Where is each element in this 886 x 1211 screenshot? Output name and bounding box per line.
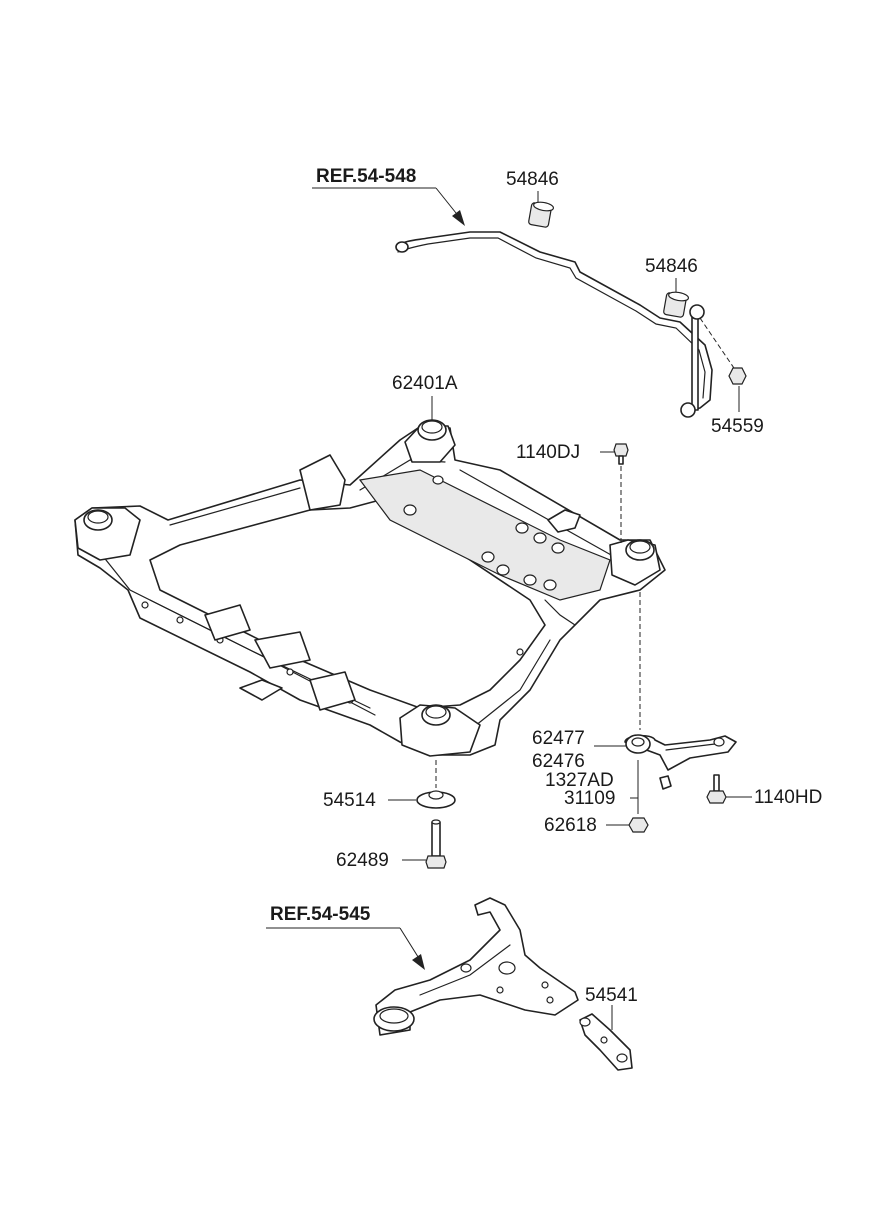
stopper-label: 54514 [323, 790, 376, 811]
ref-stabilizer-label: REF.54-548 [316, 166, 416, 187]
crossmember-callout: 62401A [392, 373, 458, 420]
stopper: 54514 [323, 760, 456, 811]
bushing-lower [663, 291, 690, 318]
lower-control-arm [373, 897, 579, 1036]
ref-54-545-callout: REF.54-545 [266, 904, 425, 970]
nut-callouts: 1327AD 31109 [545, 760, 639, 814]
ball-joint-label: 54541 [585, 985, 638, 1006]
bushing-upper-label: 54846 [506, 169, 559, 190]
bushing-lower-label: 54846 [645, 256, 698, 277]
ball-joint: 54541 [579, 985, 638, 1071]
bracket-a-label: 62477 [532, 728, 585, 749]
bolt-right: 1140HD [706, 774, 822, 808]
nut-c: 62618 [544, 815, 649, 836]
mount-bracket-assembly [624, 734, 737, 790]
bolt-upper: 1140DJ [516, 442, 629, 545]
stabilizer-link-label: 54559 [711, 416, 764, 437]
ref-lower-arm-label: REF.54-545 [270, 904, 371, 925]
stabilizer-link-callout: 54559 [711, 386, 764, 437]
stabilizer-bar [395, 231, 713, 411]
mount-bolt: 62489 [336, 819, 447, 871]
nut-b-label: 31109 [564, 788, 615, 809]
front-crossmember [74, 419, 666, 757]
bushing-upper [528, 201, 555, 228]
nut-c-label: 62618 [544, 815, 597, 836]
bracket-b-label: 62476 [532, 751, 585, 772]
bushing-upper-callout: 54846 [506, 169, 559, 202]
ref-54-548-callout: REF.54-548 [312, 166, 465, 226]
bolt-upper-label: 1140DJ [516, 442, 580, 463]
stabilizer-link [680, 304, 747, 418]
bracket-callout: 62477 62476 [532, 728, 626, 772]
mount-bolt-label: 62489 [336, 850, 389, 871]
nut-flange-label: 1327AD [545, 770, 614, 791]
bolt-right-label: 1140HD [754, 787, 822, 808]
bushing-lower-callout: 54846 [645, 256, 698, 292]
crossmember-label: 62401A [392, 373, 458, 394]
